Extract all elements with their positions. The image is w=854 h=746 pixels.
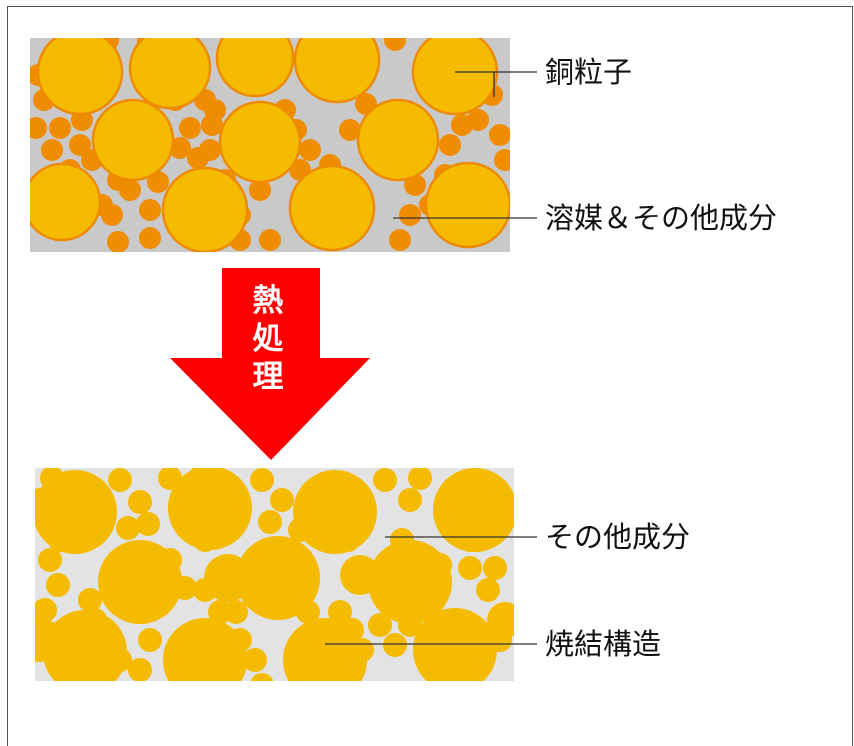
- copper-particles-before: [30, 38, 510, 252]
- small-particle: [467, 109, 489, 131]
- sintered-particle-small: [38, 548, 62, 572]
- sintered-particle: [204, 554, 252, 602]
- sintered-particle-small: [483, 556, 507, 580]
- copper-particle: [128, 38, 212, 110]
- copper-particle: [36, 38, 124, 116]
- sintered-particle: [236, 536, 320, 620]
- small-particle: [249, 179, 271, 201]
- copper-particle: [215, 38, 295, 98]
- label-sintered-structure: 焼結構造: [545, 627, 662, 661]
- sintered-particle-small: [270, 488, 294, 512]
- copper-particle: [288, 164, 376, 252]
- sintered-particle: [163, 618, 247, 681]
- copper-particle: [218, 100, 302, 184]
- copper-particle: [293, 38, 381, 104]
- sintered-particle-small: [224, 600, 248, 624]
- small-particle: [139, 227, 161, 249]
- sintered-particle-small: [116, 516, 140, 540]
- sintered-particle-small: [108, 468, 132, 492]
- small-particle: [494, 149, 510, 171]
- small-particle: [339, 119, 361, 141]
- sintered-particle: [487, 602, 514, 638]
- small-particle: [204, 99, 226, 121]
- label-other-components: その他成分: [545, 520, 691, 554]
- sintered-particle-small: [373, 468, 397, 492]
- sintered-particle-small: [78, 588, 102, 612]
- label-solvent-other: 溶媒＆その他成分: [545, 201, 778, 235]
- sintered-particle-small: [250, 673, 274, 681]
- small-particle: [299, 139, 321, 161]
- small-particle: [179, 117, 201, 139]
- sintered-particle-small: [458, 556, 482, 580]
- diagram-canvas: [30, 38, 537, 681]
- small-particle: [147, 171, 169, 193]
- sintered-particle-small: [35, 598, 57, 622]
- sintered-particle-small: [136, 512, 160, 536]
- arrow-char-3: 理: [252, 359, 284, 395]
- copper-particle: [356, 98, 440, 182]
- small-particle: [169, 137, 191, 159]
- sintered-particle: [340, 555, 380, 595]
- heat-treatment-arrow: [170, 268, 370, 460]
- small-particle: [489, 124, 510, 146]
- panel-before: [30, 38, 510, 252]
- copper-particle: [91, 98, 175, 182]
- sintered-particle: [413, 608, 497, 681]
- sintered-particle-small: [243, 648, 267, 672]
- sintered-particle-small: [128, 658, 152, 681]
- copper-particle: [424, 161, 510, 249]
- sintered-particle: [98, 540, 182, 624]
- small-particle: [107, 231, 129, 252]
- sintered-particle-small: [250, 468, 274, 492]
- sintered-particle-small: [258, 510, 282, 534]
- small-particle: [259, 229, 281, 251]
- arrow-char-1: 熱: [252, 283, 284, 319]
- arrow-label: 熱 処 理: [248, 282, 288, 396]
- sintered-particle: [433, 468, 514, 552]
- sintered-particle-small: [46, 573, 70, 597]
- small-particle: [139, 199, 161, 221]
- sintered-particle: [43, 610, 127, 681]
- sintered-particle: [35, 470, 117, 554]
- sintered-particle: [368, 540, 452, 624]
- sintered-particle-small: [368, 613, 392, 637]
- arrow-char-2: 処: [252, 321, 284, 357]
- sintered-particle-small: [383, 633, 407, 657]
- sintered-particle-small: [138, 628, 162, 652]
- sintered-particle-small: [476, 578, 500, 602]
- sintered-particle: [293, 470, 377, 554]
- figure-frame: [7, 6, 853, 746]
- small-particle: [41, 139, 63, 161]
- sintered-particle-small: [408, 468, 432, 490]
- small-particle: [30, 117, 47, 139]
- sintered-particle-small: [328, 600, 352, 624]
- sintered-particle: [283, 618, 367, 681]
- small-particle: [439, 134, 461, 156]
- small-particle: [384, 38, 406, 51]
- copper-particle: [30, 162, 102, 242]
- small-particle: [389, 229, 411, 251]
- label-copper-particle: 銅粒子: [545, 55, 633, 89]
- small-particle: [49, 117, 71, 139]
- small-particle: [101, 204, 123, 226]
- sintered-particle: [168, 468, 252, 550]
- sintered-particle: [35, 618, 62, 662]
- panel-after: [35, 468, 514, 681]
- small-particle: [399, 204, 421, 226]
- small-particle: [199, 139, 221, 161]
- sintered-particle-small: [128, 490, 152, 514]
- small-particle: [69, 134, 91, 156]
- copper-particle: [161, 166, 249, 252]
- sintered-particle-small: [398, 488, 422, 512]
